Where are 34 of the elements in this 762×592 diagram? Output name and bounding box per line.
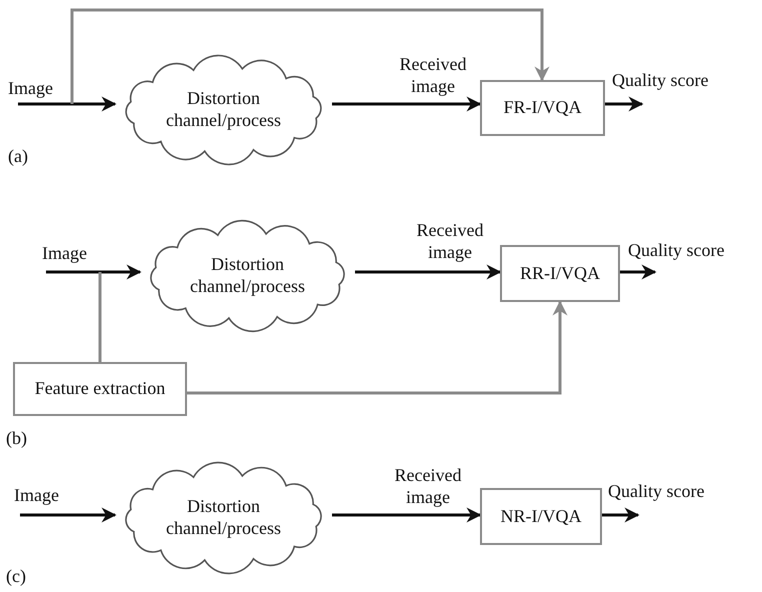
process-box <box>13 362 187 416</box>
edge-label: Quality score <box>612 70 708 92</box>
arrow <box>18 96 116 112</box>
process-box <box>500 245 620 302</box>
arrow <box>70 8 550 104</box>
node-text: Distortion channel/process <box>165 496 282 540</box>
edge-label: Image <box>8 78 53 100</box>
process-box <box>480 80 605 136</box>
process-box <box>480 488 602 545</box>
arrow <box>187 300 568 394</box>
arrow <box>332 96 482 112</box>
node-text: Distortion channel/process <box>165 88 282 132</box>
edge-label: Received image <box>394 465 462 508</box>
arrow <box>20 508 116 522</box>
node-text: Distortion channel/process <box>189 254 306 298</box>
panel-label: (a) <box>8 146 28 168</box>
arrow <box>355 264 502 280</box>
edge-label: Received image <box>416 220 484 264</box>
arrow <box>620 264 656 280</box>
edge-label: Image <box>14 485 59 507</box>
arrow <box>605 96 644 112</box>
edge-label: Received image <box>398 54 468 98</box>
panel-label: (b) <box>6 428 27 450</box>
node-text: Feature extraction <box>34 378 166 400</box>
edge-label: Quality score <box>628 240 724 262</box>
arrow <box>46 264 142 280</box>
node-text: NR-I/VQA <box>500 506 582 528</box>
edge-label: Quality score <box>608 481 704 503</box>
node-text: FR-I/VQA <box>503 97 582 119</box>
edge-label: Image <box>42 243 87 265</box>
node-text: RR-I/VQA <box>520 262 600 284</box>
arrow <box>332 508 482 522</box>
arrow <box>602 508 640 522</box>
panel-label: (c) <box>6 566 26 588</box>
